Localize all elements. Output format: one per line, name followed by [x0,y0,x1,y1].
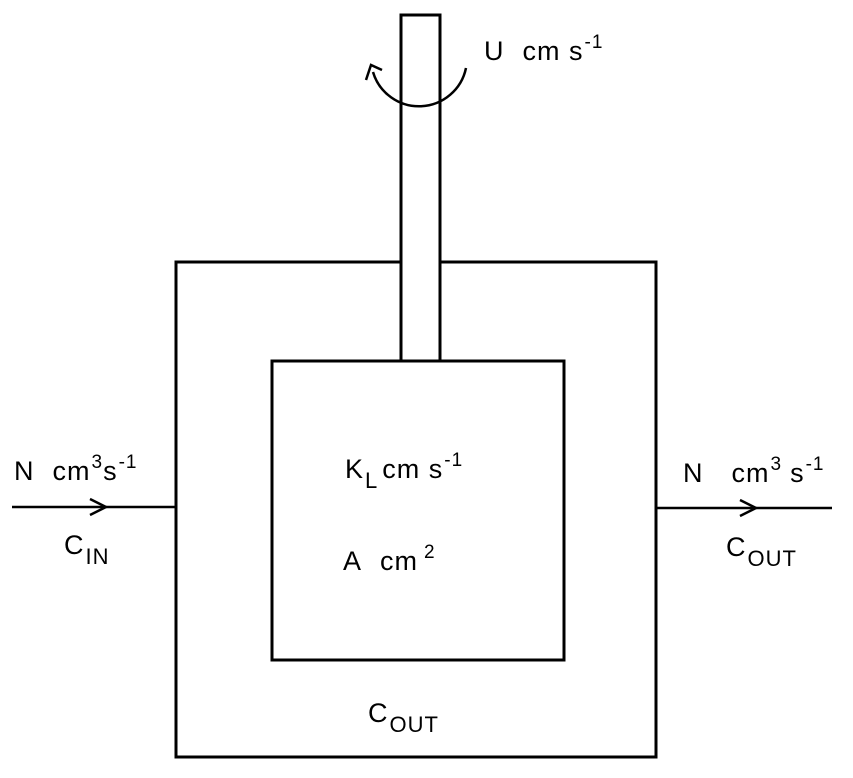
outlet-flow-exp-b: -1 [805,454,825,475]
area-symbol: A [343,546,363,576]
outlet-flow-symbol: N [683,458,704,488]
inlet-conc-subscript: IN [85,544,110,569]
inlet-flow-exp-a: 3 [91,452,104,473]
outer-vessel [174,260,658,759]
kl-unit: cm s [382,454,444,484]
vessel-concentration-label: COUT [368,698,439,736]
kl-exponent: -1 [444,450,464,471]
inlet-flow-exp-b: -1 [118,452,138,473]
outlet-flow-unit-b: s [790,458,805,488]
rotation-arrow-icon [364,63,468,108]
outlet-concentration-label: COUT [726,532,797,570]
outlet-flow-exp-a: 3 [770,454,783,475]
outlet-conc-symbol: C [726,532,747,562]
inlet-conc-symbol: C [64,530,85,560]
outlet-conc-subscript: OUT [747,546,797,571]
inlet-flow-unit-a: cm [52,456,91,486]
outlet-flow-arrow [656,498,832,518]
area-unit: cm [380,546,419,576]
outlet-flow-unit-a: cm [731,458,770,488]
kl-subscript: L [365,468,379,493]
vessel-conc-subscript: OUT [389,712,439,737]
speed-unit: cm s [522,36,584,66]
inner-body [270,359,566,662]
vessel-conc-symbol: C [368,698,389,728]
speed-exponent: -1 [584,32,604,53]
kl-symbol: K [345,454,365,484]
stirrer-shaft [399,13,442,360]
inlet-flow-arrow [12,497,176,517]
inlet-flow-unit-b: s [103,456,118,486]
area-exponent: 2 [424,542,436,563]
inlet-concentration-label: CIN [64,530,110,568]
speed-symbol: U [484,36,505,66]
inlet-flow-symbol: N [14,456,35,486]
